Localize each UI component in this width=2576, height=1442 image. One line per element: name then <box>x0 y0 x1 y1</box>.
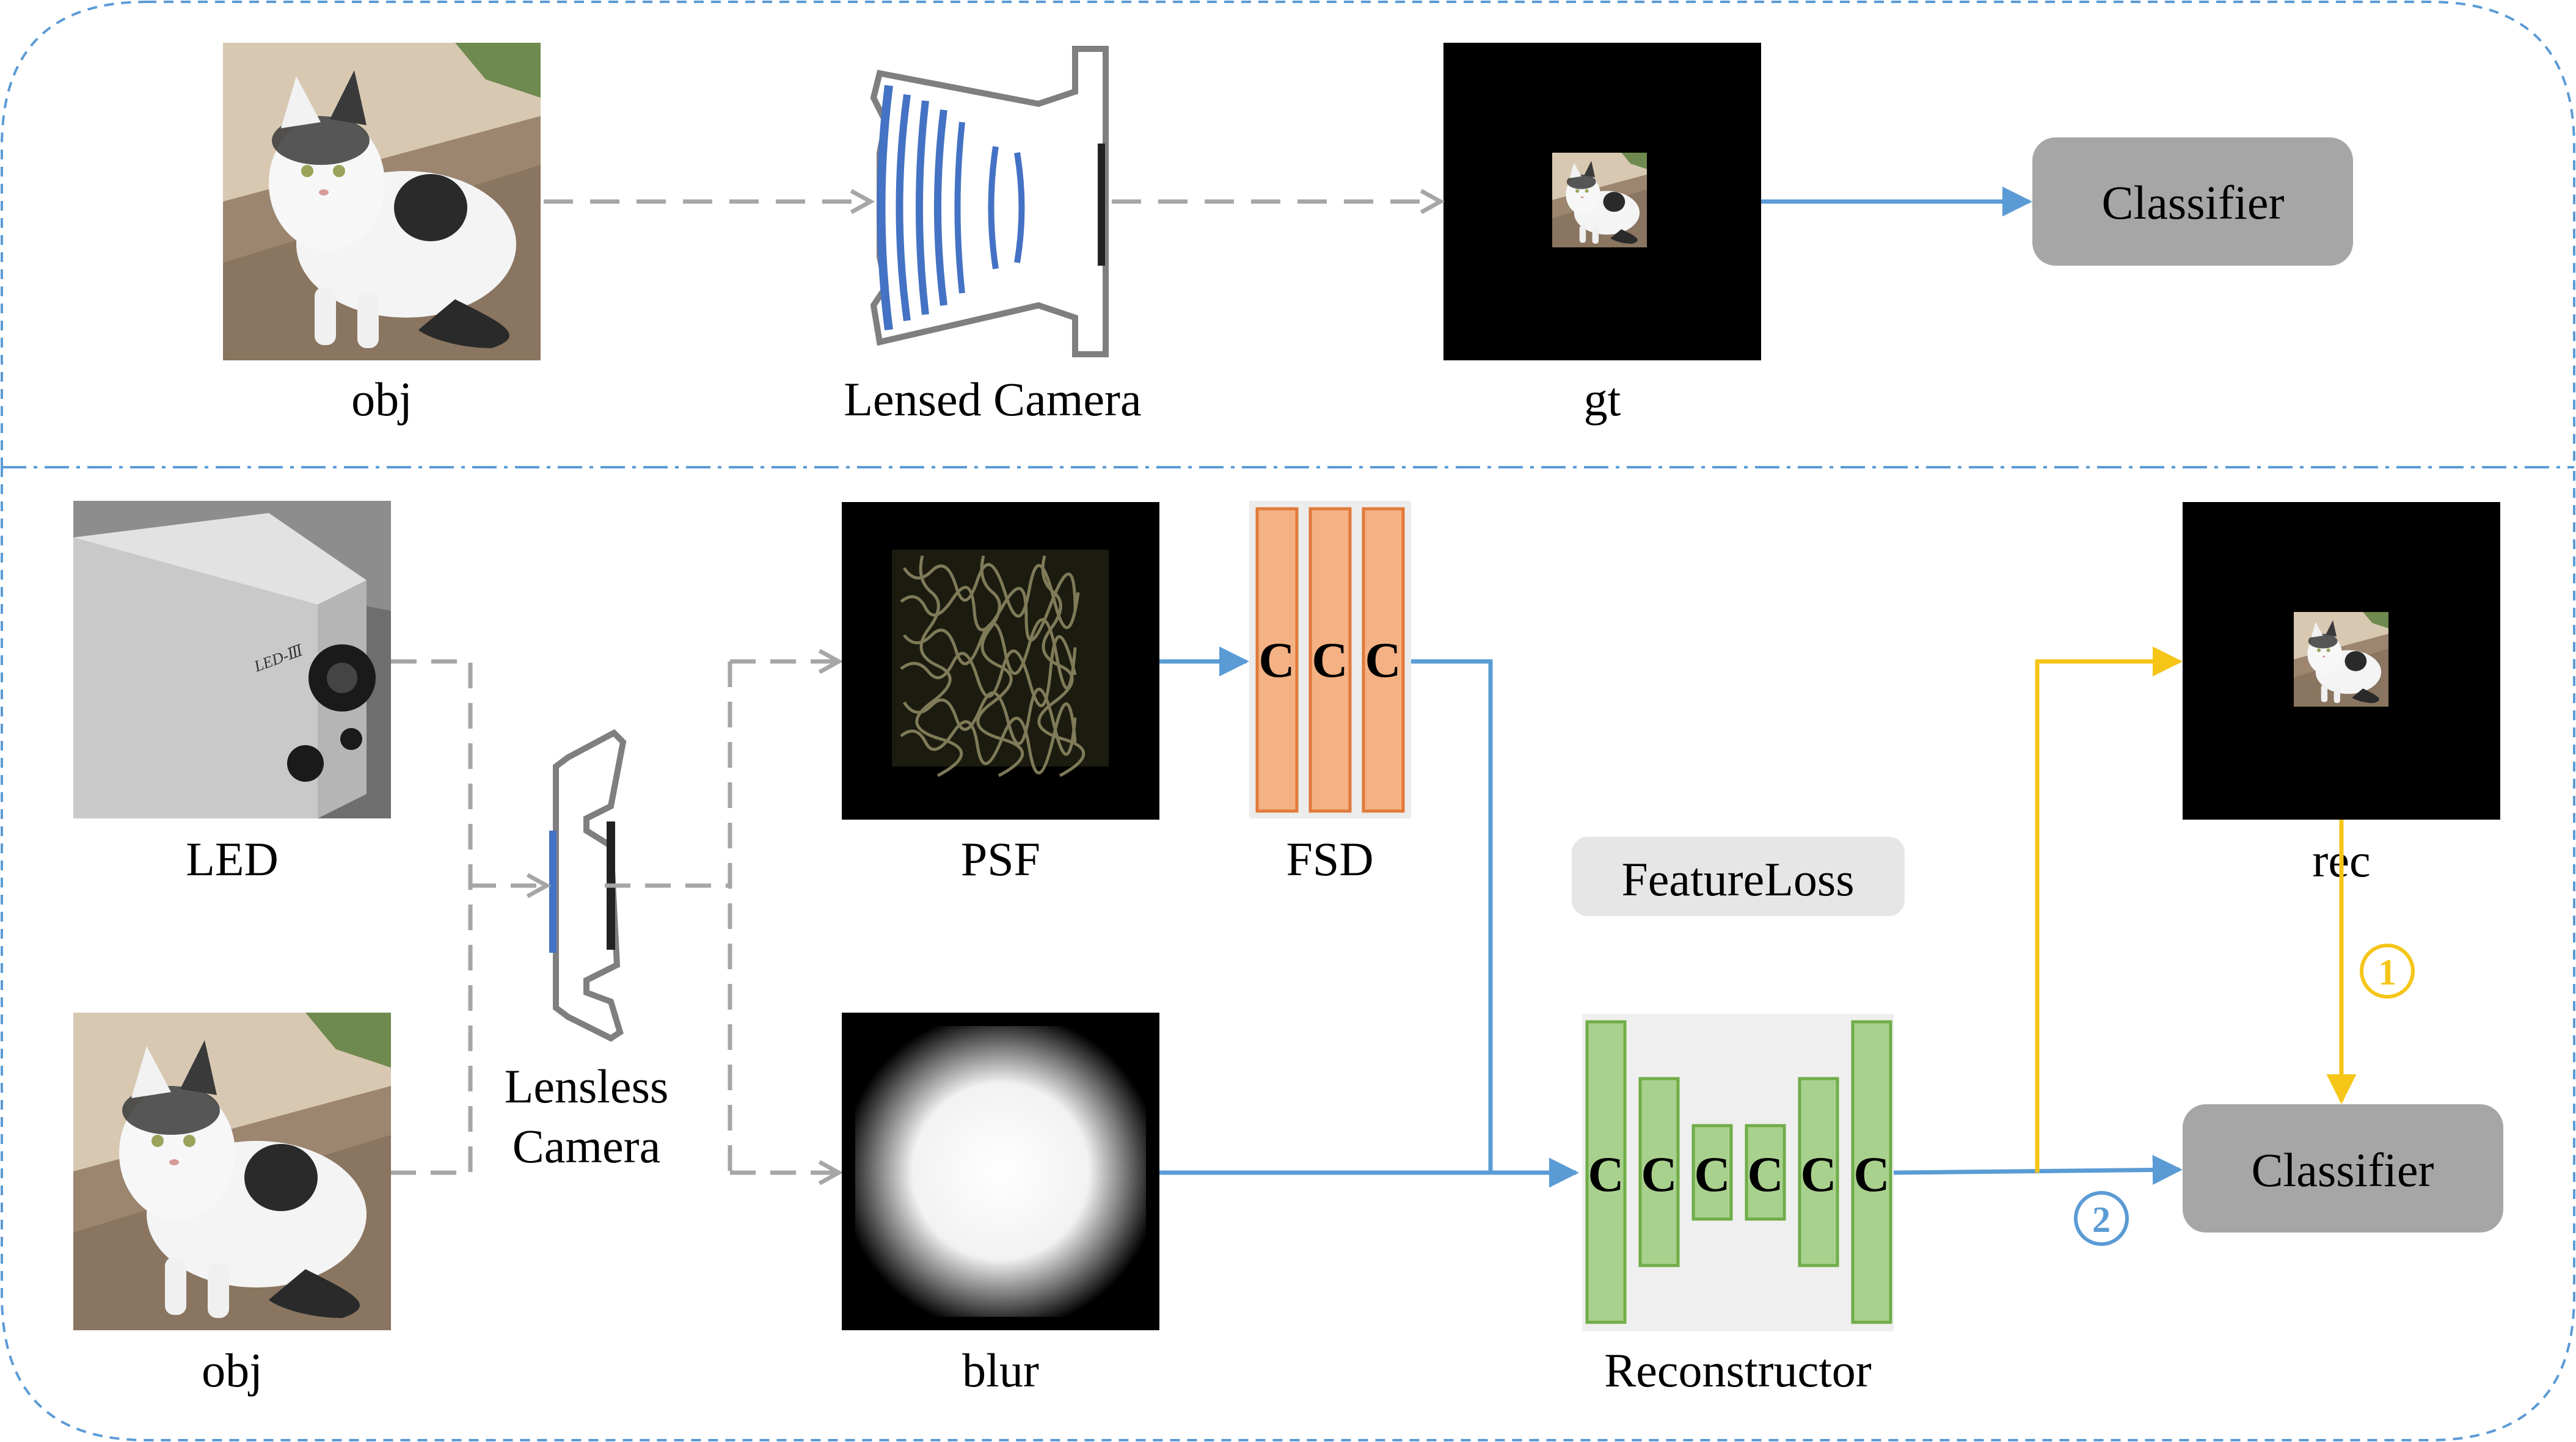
line-fsd-to-reconstructor <box>1411 659 1493 1173</box>
recon-block-3 <box>1691 1124 1733 1221</box>
fsd-conv-block-1 <box>1255 507 1299 813</box>
led-device-photo: LED-Ⅲ <box>73 501 391 818</box>
lensed-camera-label: Lensed Camera <box>844 373 1141 426</box>
top-obj-label: obj <box>351 373 412 426</box>
recon-block-label-1: C <box>1588 1146 1624 1202</box>
bottom-obj-label: obj <box>202 1344 263 1397</box>
fsd-conv-block-3 <box>1362 507 1405 813</box>
bottom-classifier-label: Classifier <box>2252 1143 2434 1196</box>
fsd-label: FSD <box>1286 832 1373 886</box>
rec-image <box>2183 502 2500 820</box>
recon-block-label-4: C <box>1747 1146 1783 1202</box>
gt-label: gt <box>1584 373 1621 426</box>
reconstructor-module: C C C C C C <box>1582 1014 1894 1331</box>
psf-label: PSF <box>961 832 1040 886</box>
lensless-camera-label-line2: Camera <box>513 1120 661 1173</box>
path-2-marker: 2 <box>2074 1191 2129 1246</box>
fsd-module: C C C <box>1249 501 1411 818</box>
reconstructor-label: Reconstructor <box>1604 1344 1872 1397</box>
top-obj-image <box>223 43 541 360</box>
blur-label: blur <box>962 1344 1039 1397</box>
svg-text:2: 2 <box>2092 1200 2111 1240</box>
path-1-marker: 1 <box>2360 944 2415 999</box>
fsd-block-label-1: C <box>1258 632 1294 688</box>
top-classifier-label: Classifier <box>2102 176 2285 229</box>
bottom-classifier-box <box>2183 1104 2503 1233</box>
recon-block-1 <box>1585 1020 1627 1324</box>
top-panel-border-right <box>147 1 2575 467</box>
fsd-conv-block-2 <box>1308 507 1352 813</box>
bottom-obj-image <box>73 1013 391 1330</box>
top-panel-border-left <box>1 1 147 467</box>
recon-block-label-5: C <box>1800 1146 1836 1202</box>
fsd-block-label-3: C <box>1365 632 1401 688</box>
recon-block-label-2: C <box>1641 1146 1677 1202</box>
fsd-block-label-2: C <box>1312 632 1348 688</box>
recon-block-4 <box>1745 1124 1786 1221</box>
arrow-reconstructor-to-rec <box>2035 646 2183 1173</box>
blur-image <box>842 1013 1159 1330</box>
psf-image <box>842 502 1159 820</box>
top-classifier-box <box>2032 137 2353 266</box>
recon-block-2 <box>1638 1077 1680 1267</box>
lensless-dashed-wiring <box>391 659 732 1175</box>
recon-block-label-6: C <box>1853 1146 1889 1202</box>
featureloss-box <box>1572 837 1905 916</box>
recon-block-label-3: C <box>1694 1146 1730 1202</box>
gt-image <box>1443 43 1761 360</box>
svg-text:1: 1 <box>2378 952 2396 992</box>
bottom-panel-border <box>1 467 2575 1441</box>
lensed-camera-icon <box>870 46 1109 357</box>
recon-block-5 <box>1798 1077 1839 1267</box>
recon-block-6 <box>1851 1020 1892 1324</box>
lensless-camera-label-line1: Lensless <box>505 1060 669 1113</box>
featureloss-label: FeatureLoss <box>1621 853 1854 906</box>
led-label: LED <box>186 832 279 886</box>
